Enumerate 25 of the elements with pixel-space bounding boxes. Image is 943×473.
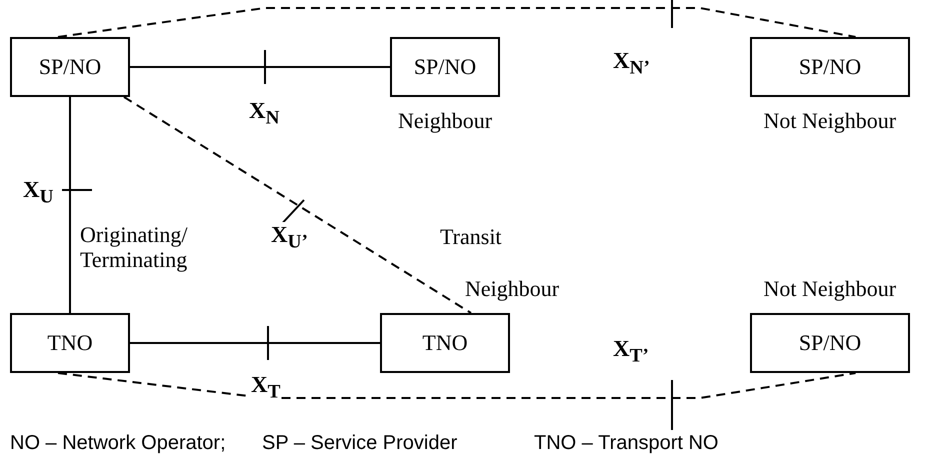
node-label: SP/NO xyxy=(798,54,862,80)
node-label: SP/NO xyxy=(798,330,862,356)
dashed-connector xyxy=(58,372,856,399)
legend-note: NO – Network Operator; xyxy=(10,432,226,455)
node-label: SP/NO xyxy=(38,54,102,80)
process-box xyxy=(10,37,130,97)
process-box xyxy=(750,37,910,97)
connector-line xyxy=(130,342,380,344)
node-label: TNO xyxy=(422,330,468,356)
dashed-connector xyxy=(58,7,856,38)
role-label: Neighbour xyxy=(398,108,492,134)
legend-note: TNO – Transport NO xyxy=(534,432,718,455)
role-label: Not Neighbour xyxy=(764,108,896,134)
process-box xyxy=(390,37,500,97)
process-box xyxy=(380,313,510,373)
process-box xyxy=(10,313,130,373)
legend-note: SP – Service Provider xyxy=(262,432,458,455)
process-box xyxy=(750,313,910,373)
role-label: Neighbour xyxy=(465,276,560,302)
dashed-connector xyxy=(123,96,472,314)
connector-line xyxy=(69,97,71,313)
node-label: SP/NO xyxy=(414,54,476,80)
role-label: Not Neighbour xyxy=(764,276,896,302)
connector-line xyxy=(130,66,390,68)
node-label: TNO xyxy=(47,330,93,356)
